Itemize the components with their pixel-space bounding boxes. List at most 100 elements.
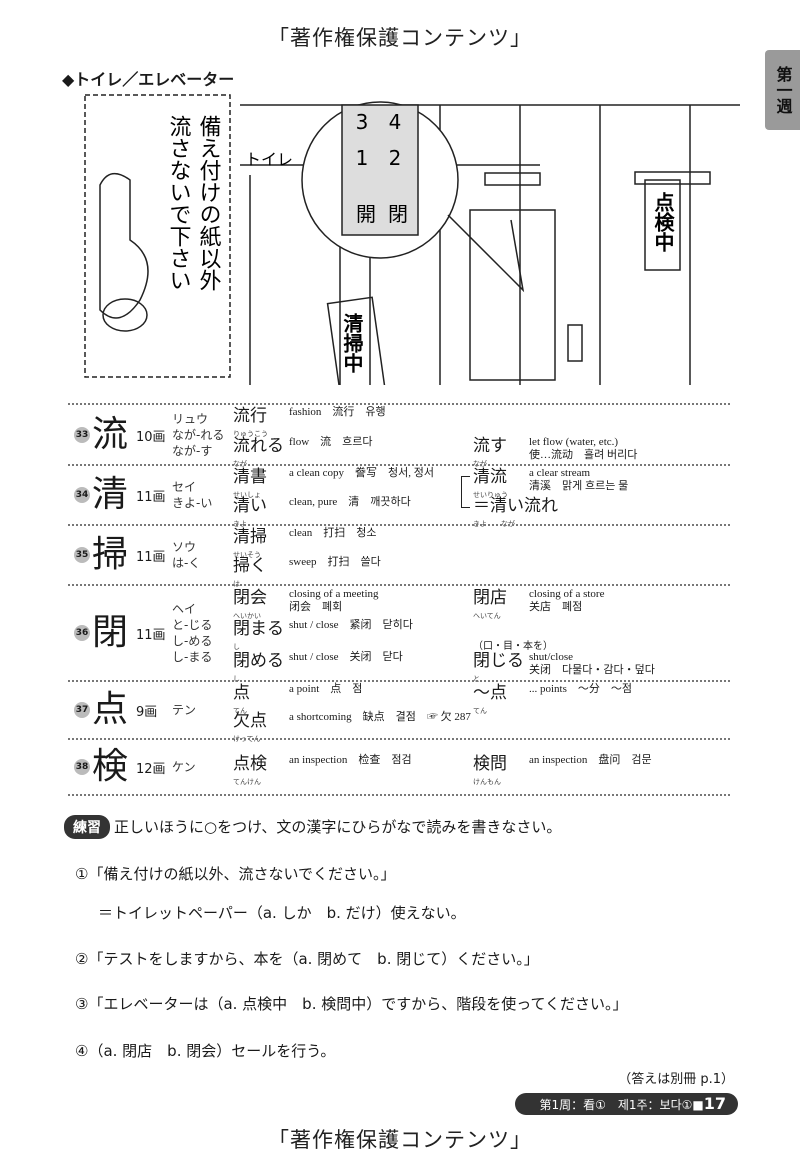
vocab-meaning-line: a clean copy 誊写 청서, 정서: [289, 467, 434, 479]
kanji-reading: ヘイ: [172, 602, 197, 616]
kanji-reading: きよ-い: [172, 496, 213, 510]
inspection-sign-board: [644, 179, 681, 271]
vocab-furigana: せいしょ: [233, 491, 261, 499]
kanji-character: 流: [92, 413, 129, 455]
vocab-meaning-line: 清溪 맑게 흐르는 물: [529, 480, 629, 492]
toilet-sign-line-1: 備え付けの紙以外: [196, 115, 222, 291]
vocab-furigana: へいかい: [233, 612, 261, 621]
vocab-word-text: 閉会: [233, 588, 267, 609]
vocab-meaning-line: 使…流动 흘려 버리다: [529, 448, 638, 461]
kanji-character: 点: [92, 689, 129, 730]
kanji-character: 閉: [92, 612, 129, 653]
vocab-word: 流行りゅうこう: [233, 406, 289, 438]
exercise-item-1: ①「備え付けの紙以外、流さないでください。」: [75, 865, 396, 883]
vocab-word: 点検てんけん: [233, 754, 289, 786]
vocab-meaning-line: 关店 폐점: [529, 601, 583, 614]
vocab-entry: 閉まるし shut / close 紧闭 닫히다: [233, 619, 413, 651]
section-title: ◆トイレ／エレベーター: [62, 70, 235, 89]
week-side-tab: 第一週: [765, 50, 800, 130]
vocab-entry: 〜点てん... points 〜分 〜점: [473, 683, 632, 715]
vocab-furigana: せいそう: [233, 551, 261, 559]
kanji-number-badge: 37: [74, 702, 90, 718]
kanji-number-badge: 38: [74, 759, 90, 775]
vocab-meaning: an inspection 盘问 검문: [529, 754, 652, 767]
exercise-item-2: ②「テストをしますから、本を（a. 閉めて b. 閉じて）ください。」: [75, 950, 539, 968]
vocab-meaning: a clean copy 誊写 청서, 정서: [289, 467, 434, 480]
vocab-meaning-line: 闭会 폐회: [289, 601, 343, 614]
elevator-button-close: 閉: [388, 202, 408, 226]
kanji-reading: は-く: [172, 556, 201, 570]
vocab-meaning-line: clean 打扫 청소: [289, 527, 377, 539]
vocab-word: 掃くは: [233, 556, 289, 588]
kanji-readings: ソウは-く: [172, 539, 200, 571]
vocab-word-text: 点: [233, 682, 250, 703]
vocab-word-text: ＝清い流れ: [473, 496, 558, 516]
vocab-word-text: 閉まる: [233, 619, 284, 640]
vocab-meaning: an inspection 检查 점검: [289, 754, 412, 767]
vocab-word-text: 掃く: [233, 556, 267, 576]
vocab-meaning: clean 打扫 청소: [289, 527, 376, 540]
vocab-word: 検問けんもん: [473, 754, 529, 786]
vocab-word: 流れるなが: [233, 436, 289, 468]
kanji-number-badge: 36: [74, 625, 90, 641]
stroke-count: 9画: [136, 705, 158, 720]
vocab-object-prefix: （口・目・本を）: [473, 640, 553, 652]
vocab-word: 閉会へいかい: [233, 588, 289, 620]
kanji-readings: セイきよ-い: [172, 479, 212, 511]
vocab-word-text: 流行: [233, 406, 267, 427]
vocab-meaning: a point 点 점: [289, 683, 362, 696]
vocab-meaning: sweep 打扫 쓸다: [289, 556, 381, 569]
dashed-toilet-frame: [84, 94, 231, 378]
vocab-word: 閉店へいてん: [473, 588, 529, 620]
stroke-count: 11画: [136, 628, 166, 643]
vocab-furigana: と: [473, 674, 480, 683]
vocab-furigana: なが: [233, 459, 247, 468]
elevator-button-1: 1: [356, 146, 369, 170]
elevator-button-3: 3: [356, 110, 369, 134]
vocab-furigana: けんもん: [473, 777, 501, 786]
inspection-sign-text: 点検中: [651, 192, 675, 252]
kanji-reading: ソウ: [172, 540, 197, 554]
vocab-furigana: し: [233, 643, 240, 652]
exercise-item-3: ③「エレベーターは（a. 点検中 b. 検問中）ですから、階段を使ってください。…: [75, 995, 628, 1013]
answer-note: （答えは別冊 p.1）: [618, 1072, 734, 1087]
exercise-badge: 練習: [64, 815, 110, 839]
vocab-meaning-line: clean, pure 清 깨끗하다: [289, 496, 411, 508]
vocab-word: 清掃せいそう: [233, 527, 289, 559]
toilet-door-sign: トイレ: [245, 150, 293, 169]
vocab-meaning: a shortcoming 缺点 결점 ☞ 欠 287: [289, 711, 471, 724]
vocab-word: 〜点てん: [473, 683, 529, 715]
kanji-reading: セイ: [172, 480, 197, 494]
elevator-button-open: 開: [356, 202, 376, 226]
kanji-reading: テン: [172, 703, 197, 717]
vocab-meaning: shut / close 紧闭 닫히다: [289, 619, 413, 632]
vocab-meaning-line: closing of a store: [529, 588, 605, 601]
kanji-reading: し-まる: [172, 650, 213, 664]
exercise-item-4: ④（a. 閉店 b. 閉会）セールを行う。: [75, 1042, 336, 1060]
synonym-bracket: [461, 476, 470, 508]
vocab-meaning: let flow (water, etc.)使…流动 흘려 버리다: [529, 436, 637, 462]
kanji-readings: リュウなが-れるなが-す: [172, 411, 224, 459]
vocab-word: 清いきよ: [233, 496, 289, 528]
